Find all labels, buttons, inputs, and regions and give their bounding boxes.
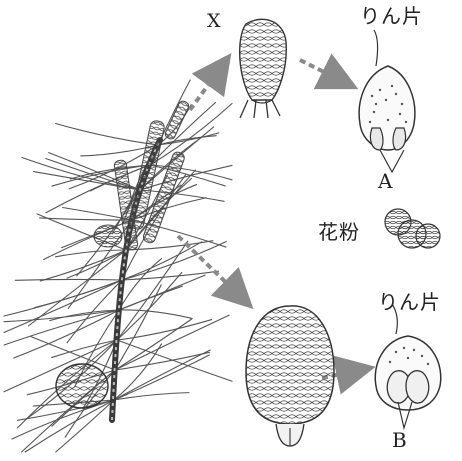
label-scale-lower: りん片 [378,292,441,312]
label-scale-upper: りん片 [360,6,423,26]
pine-needle [126,241,213,250]
arrow-to-female-cone [178,236,242,298]
label-a: A [378,171,392,191]
pine-needle [114,350,210,400]
label-x: X [207,12,221,31]
pine-needle [140,190,224,201]
label-pollen: 花粉 [318,222,360,242]
pollen-grains [385,209,440,248]
arrow-to-scale-a [300,60,344,82]
scale-a [359,30,415,172]
pine-needle [12,400,114,439]
pine-needle [150,165,232,180]
pine-needle [4,310,119,345]
female-cone [246,306,334,446]
label-b: B [392,430,407,450]
pine-needle [114,344,162,400]
old-pine-cone [56,364,108,408]
branch-female-cone [94,225,122,247]
arrow-to-x [190,66,222,110]
scale-b [375,304,441,428]
male-cone-cluster [114,100,190,251]
pine-needle [15,279,122,280]
pine-needle [56,123,158,145]
pine-needle [115,315,229,370]
pine-needle [40,218,132,220]
pine-needles [4,80,232,452]
pine-needle [119,275,205,310]
pine-needle [119,310,192,318]
pine-branch [4,80,232,452]
pine-needle [4,280,122,332]
male-flower-x [240,19,287,118]
